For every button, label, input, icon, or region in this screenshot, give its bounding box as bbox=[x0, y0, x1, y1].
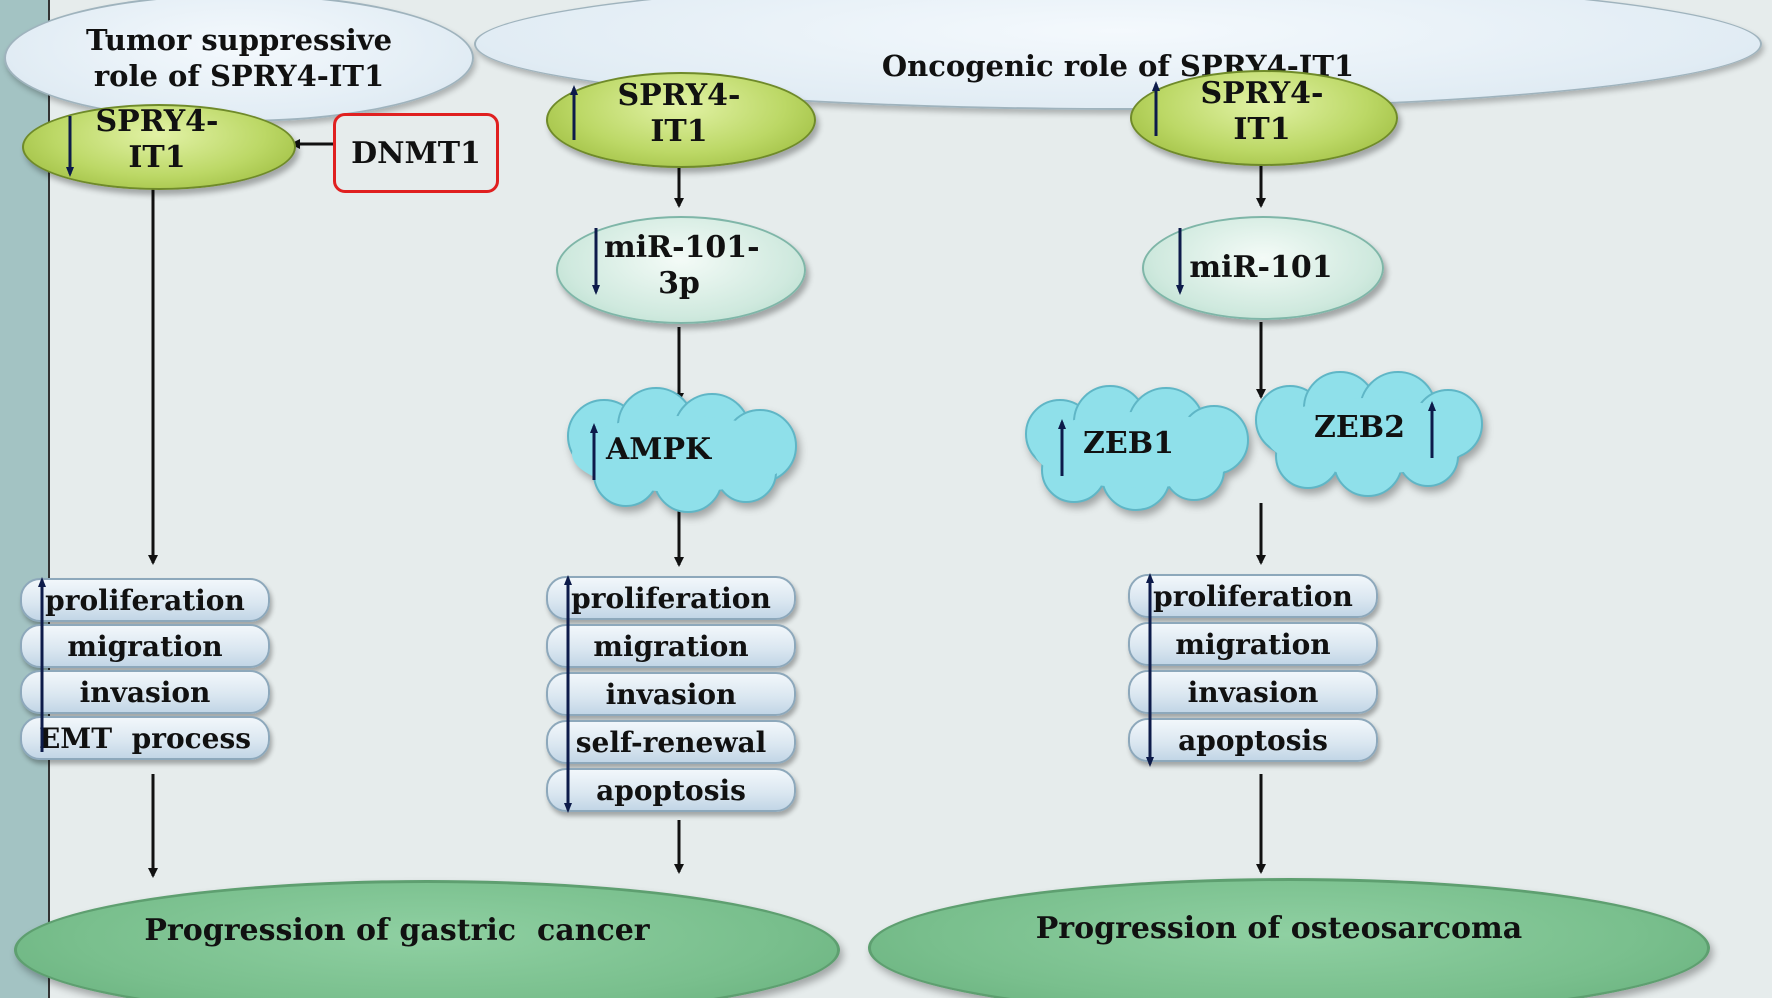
middle-spry4-it1-node bbox=[546, 72, 816, 168]
left-outcome-invasion: invasion bbox=[20, 670, 270, 714]
middle-outcome-invasion: invasion bbox=[546, 672, 796, 716]
middle-outcome-migration: migration bbox=[546, 624, 796, 668]
progression-gastric-cancer: Progression of gastric cancer bbox=[14, 880, 840, 998]
right-spry4-it1-node bbox=[1130, 70, 1398, 166]
dnmt1-box: DNMT1 bbox=[333, 113, 499, 193]
zeb2-cloud bbox=[1255, 371, 1483, 497]
left-outcome-proliferation: proliferation bbox=[20, 578, 270, 622]
header-tumor-suppressive: Tumor suppressive role of SPRY4-IT1 bbox=[4, 0, 474, 122]
left-spry4-it1-label: SPRY4- IT1 bbox=[95, 104, 219, 175]
left-outcome-emt-process: EMT process bbox=[20, 716, 270, 760]
left-spry4-it1-node bbox=[22, 104, 296, 190]
middle-outcome-proliferation: proliferation bbox=[546, 576, 796, 620]
middle-outcome-self-renewal: self-renewal bbox=[546, 720, 796, 764]
right-outcome-apoptosis: apoptosis bbox=[1128, 718, 1378, 762]
left-outcome-migration: migration bbox=[20, 624, 270, 668]
middle-mir-101-3p-node bbox=[556, 216, 806, 324]
right-outcome-invasion: invasion bbox=[1128, 670, 1378, 714]
right-outcome-proliferation: proliferation bbox=[1128, 574, 1378, 618]
ampk-cloud bbox=[567, 387, 797, 513]
right-mir-101-node bbox=[1142, 216, 1384, 320]
middle-mir-101-3p-label: miR-101- 3p bbox=[604, 230, 760, 301]
ampk-label: AMPK bbox=[606, 432, 712, 467]
right-mir-101-label: miR-101 bbox=[1189, 250, 1333, 285]
progression-osteosarcoma: Progression of osteosarcoma bbox=[868, 878, 1710, 998]
middle-spry4-it1-label: SPRY4- IT1 bbox=[617, 78, 741, 149]
zeb1-cloud bbox=[1025, 385, 1249, 511]
middle-outcome-apoptosis: apoptosis bbox=[546, 768, 796, 812]
right-outcome-migration: migration bbox=[1128, 622, 1378, 666]
zeb1-label: ZEB1 bbox=[1083, 426, 1174, 461]
zeb2-label: ZEB2 bbox=[1314, 410, 1405, 445]
right-spry4-it1-label: SPRY4- IT1 bbox=[1200, 76, 1324, 147]
